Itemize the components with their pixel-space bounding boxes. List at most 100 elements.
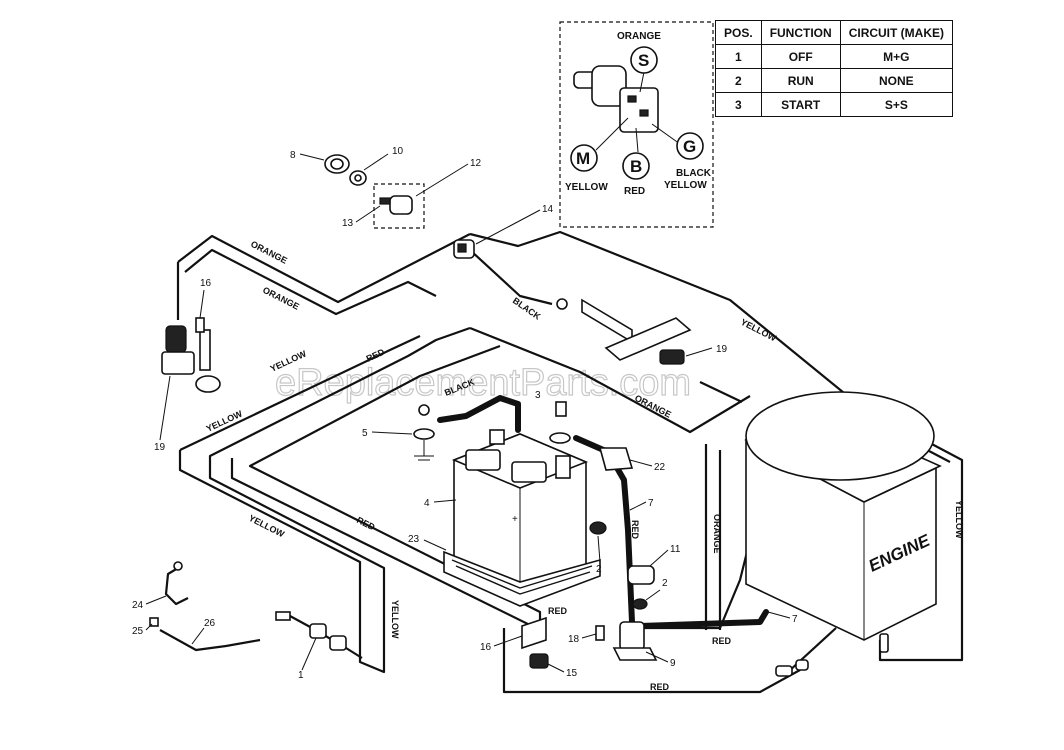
orange-wire-upper-inner — [184, 248, 437, 316]
wire-label-orange-2: ORANGE — [261, 285, 301, 312]
orange-wire-right-loop — [469, 326, 751, 434]
key-switch-box — [373, 183, 425, 229]
nut-part-2-icon — [589, 521, 648, 610]
bolt-part-3-icon — [549, 401, 571, 444]
callout-2b: 2 — [662, 578, 668, 589]
clip-part-25-icon — [149, 617, 159, 627]
red-wire-loop — [230, 344, 542, 632]
ignition-black-label: BLACK — [676, 168, 712, 179]
terminal-g: G — [676, 132, 704, 160]
battery-tray-part-23-icon — [443, 550, 601, 607]
engine-plug-icon — [775, 659, 809, 677]
terminal-b: B — [622, 152, 650, 180]
terminal-boot-part-22-icon — [598, 447, 634, 471]
callout-7b: 7 — [792, 614, 798, 625]
header-function: FUNCTION — [760, 20, 841, 45]
cover-part-11-icon — [627, 565, 655, 585]
header-pos: POS. — [715, 20, 762, 45]
wire-label-yellow-6: YELLOW — [954, 500, 964, 539]
callout-5: 5 — [362, 428, 368, 439]
terminal-s-label: S — [638, 51, 649, 70]
svg-text:+: + — [512, 514, 518, 525]
terminal-b-label: B — [630, 157, 642, 176]
bezel-part-8-icon — [324, 154, 350, 174]
cell-pos: 3 — [715, 92, 762, 117]
callout-22: 22 — [654, 462, 666, 473]
terminal-m: M — [570, 144, 598, 172]
black-ground-wire — [469, 249, 553, 306]
terminal-s: S — [630, 46, 658, 74]
wire-label-red-3: RED — [630, 520, 640, 540]
callout-19b: 19 — [716, 344, 728, 355]
cell-circuit: M+G — [839, 44, 954, 69]
ignition-switch-detail-icon — [573, 65, 681, 153]
black-battery-cable — [437, 395, 521, 433]
fuse-holder-part-16-icon — [521, 616, 547, 650]
table-row: 2 RUN NONE — [715, 68, 954, 93]
callout-25: 25 — [132, 626, 144, 637]
cable-part-24-icon — [164, 561, 189, 606]
safety-switch-left-icon — [161, 325, 221, 393]
callout-8: 8 — [290, 150, 296, 161]
ground-bolt-part-5-icon — [413, 404, 435, 461]
table-row: 3 START S+S — [715, 92, 954, 117]
ignition-switch-part-14-icon — [453, 239, 475, 259]
safety-switch-right-icon — [556, 298, 692, 365]
callout-23: 23 — [408, 534, 420, 545]
callout-16: 16 — [200, 278, 212, 289]
ignition-detail-box — [559, 21, 714, 228]
callout-19a: 19 — [154, 442, 166, 453]
callout-1: 1 — [298, 670, 304, 681]
ignition-yellow2-label: YELLOW — [664, 180, 707, 191]
cell-circuit: S+S — [839, 92, 954, 117]
cell-function: START — [760, 92, 841, 117]
red-wire-bottom — [502, 628, 801, 694]
engine-icon — [744, 391, 942, 653]
callout-2a: 2 — [596, 564, 602, 575]
wire-label-orange-4: ORANGE — [712, 514, 722, 554]
wire-label-yellow-3: YELLOW — [247, 513, 286, 540]
callout-24: 24 — [132, 600, 144, 611]
callout-16b: 16 — [480, 642, 492, 653]
callout-7a: 7 — [648, 498, 654, 509]
cell-circuit: NONE — [839, 68, 954, 93]
black-starter-cable — [637, 609, 769, 629]
wire-label-yellow-4: YELLOW — [390, 600, 400, 639]
watermark-text: eReplacementParts.com — [275, 362, 691, 404]
cell-pos: 2 — [715, 68, 762, 93]
terminal-g-label: G — [683, 137, 696, 156]
header-circuit: CIRCUIT (MAKE) — [839, 20, 954, 45]
cable-part-26-icon — [159, 629, 261, 652]
ignition-red-label: RED — [624, 186, 645, 197]
ignition-orange-label: ORANGE — [617, 31, 661, 42]
callout-9: 9 — [670, 658, 676, 669]
harness-connector-part-1-icon — [275, 611, 363, 659]
fuse-part-15-icon — [529, 653, 549, 669]
callout-18: 18 — [568, 634, 580, 645]
callout-12: 12 — [470, 158, 482, 169]
yellow-wire-left-inner — [179, 335, 421, 451]
cell-pos: 1 — [715, 44, 762, 69]
table-row: 1 OFF M+G — [715, 44, 954, 69]
wire-label-orange-1: ORANGE — [249, 239, 289, 266]
yellow-wire-left-loop — [178, 326, 471, 674]
callout-10: 10 — [392, 146, 404, 157]
ignition-yellow-label: YELLOW — [565, 182, 608, 193]
callout-13: 13 — [342, 218, 354, 229]
key-switch-part-12-icon — [379, 195, 413, 215]
table-header-row: POS. FUNCTION CIRCUIT (MAKE) — [715, 20, 954, 45]
wire-label-red-4: RED — [548, 606, 568, 616]
battery-part-4-icon: + — [451, 429, 589, 591]
callout-15: 15 — [566, 668, 578, 679]
callout-14: 14 — [542, 204, 554, 215]
callout-3: 3 — [535, 390, 541, 401]
cell-function: OFF — [760, 44, 841, 69]
wire-label-yellow-5: YELLOW — [739, 317, 778, 344]
wire-label-red-6: RED — [650, 682, 670, 692]
nut-part-10-icon — [349, 170, 367, 186]
orange-wire-short — [699, 381, 743, 403]
wire-label-red-2: RED — [355, 515, 377, 533]
cell-function: RUN — [760, 68, 841, 93]
yellow-wire-top-right — [469, 230, 861, 407]
